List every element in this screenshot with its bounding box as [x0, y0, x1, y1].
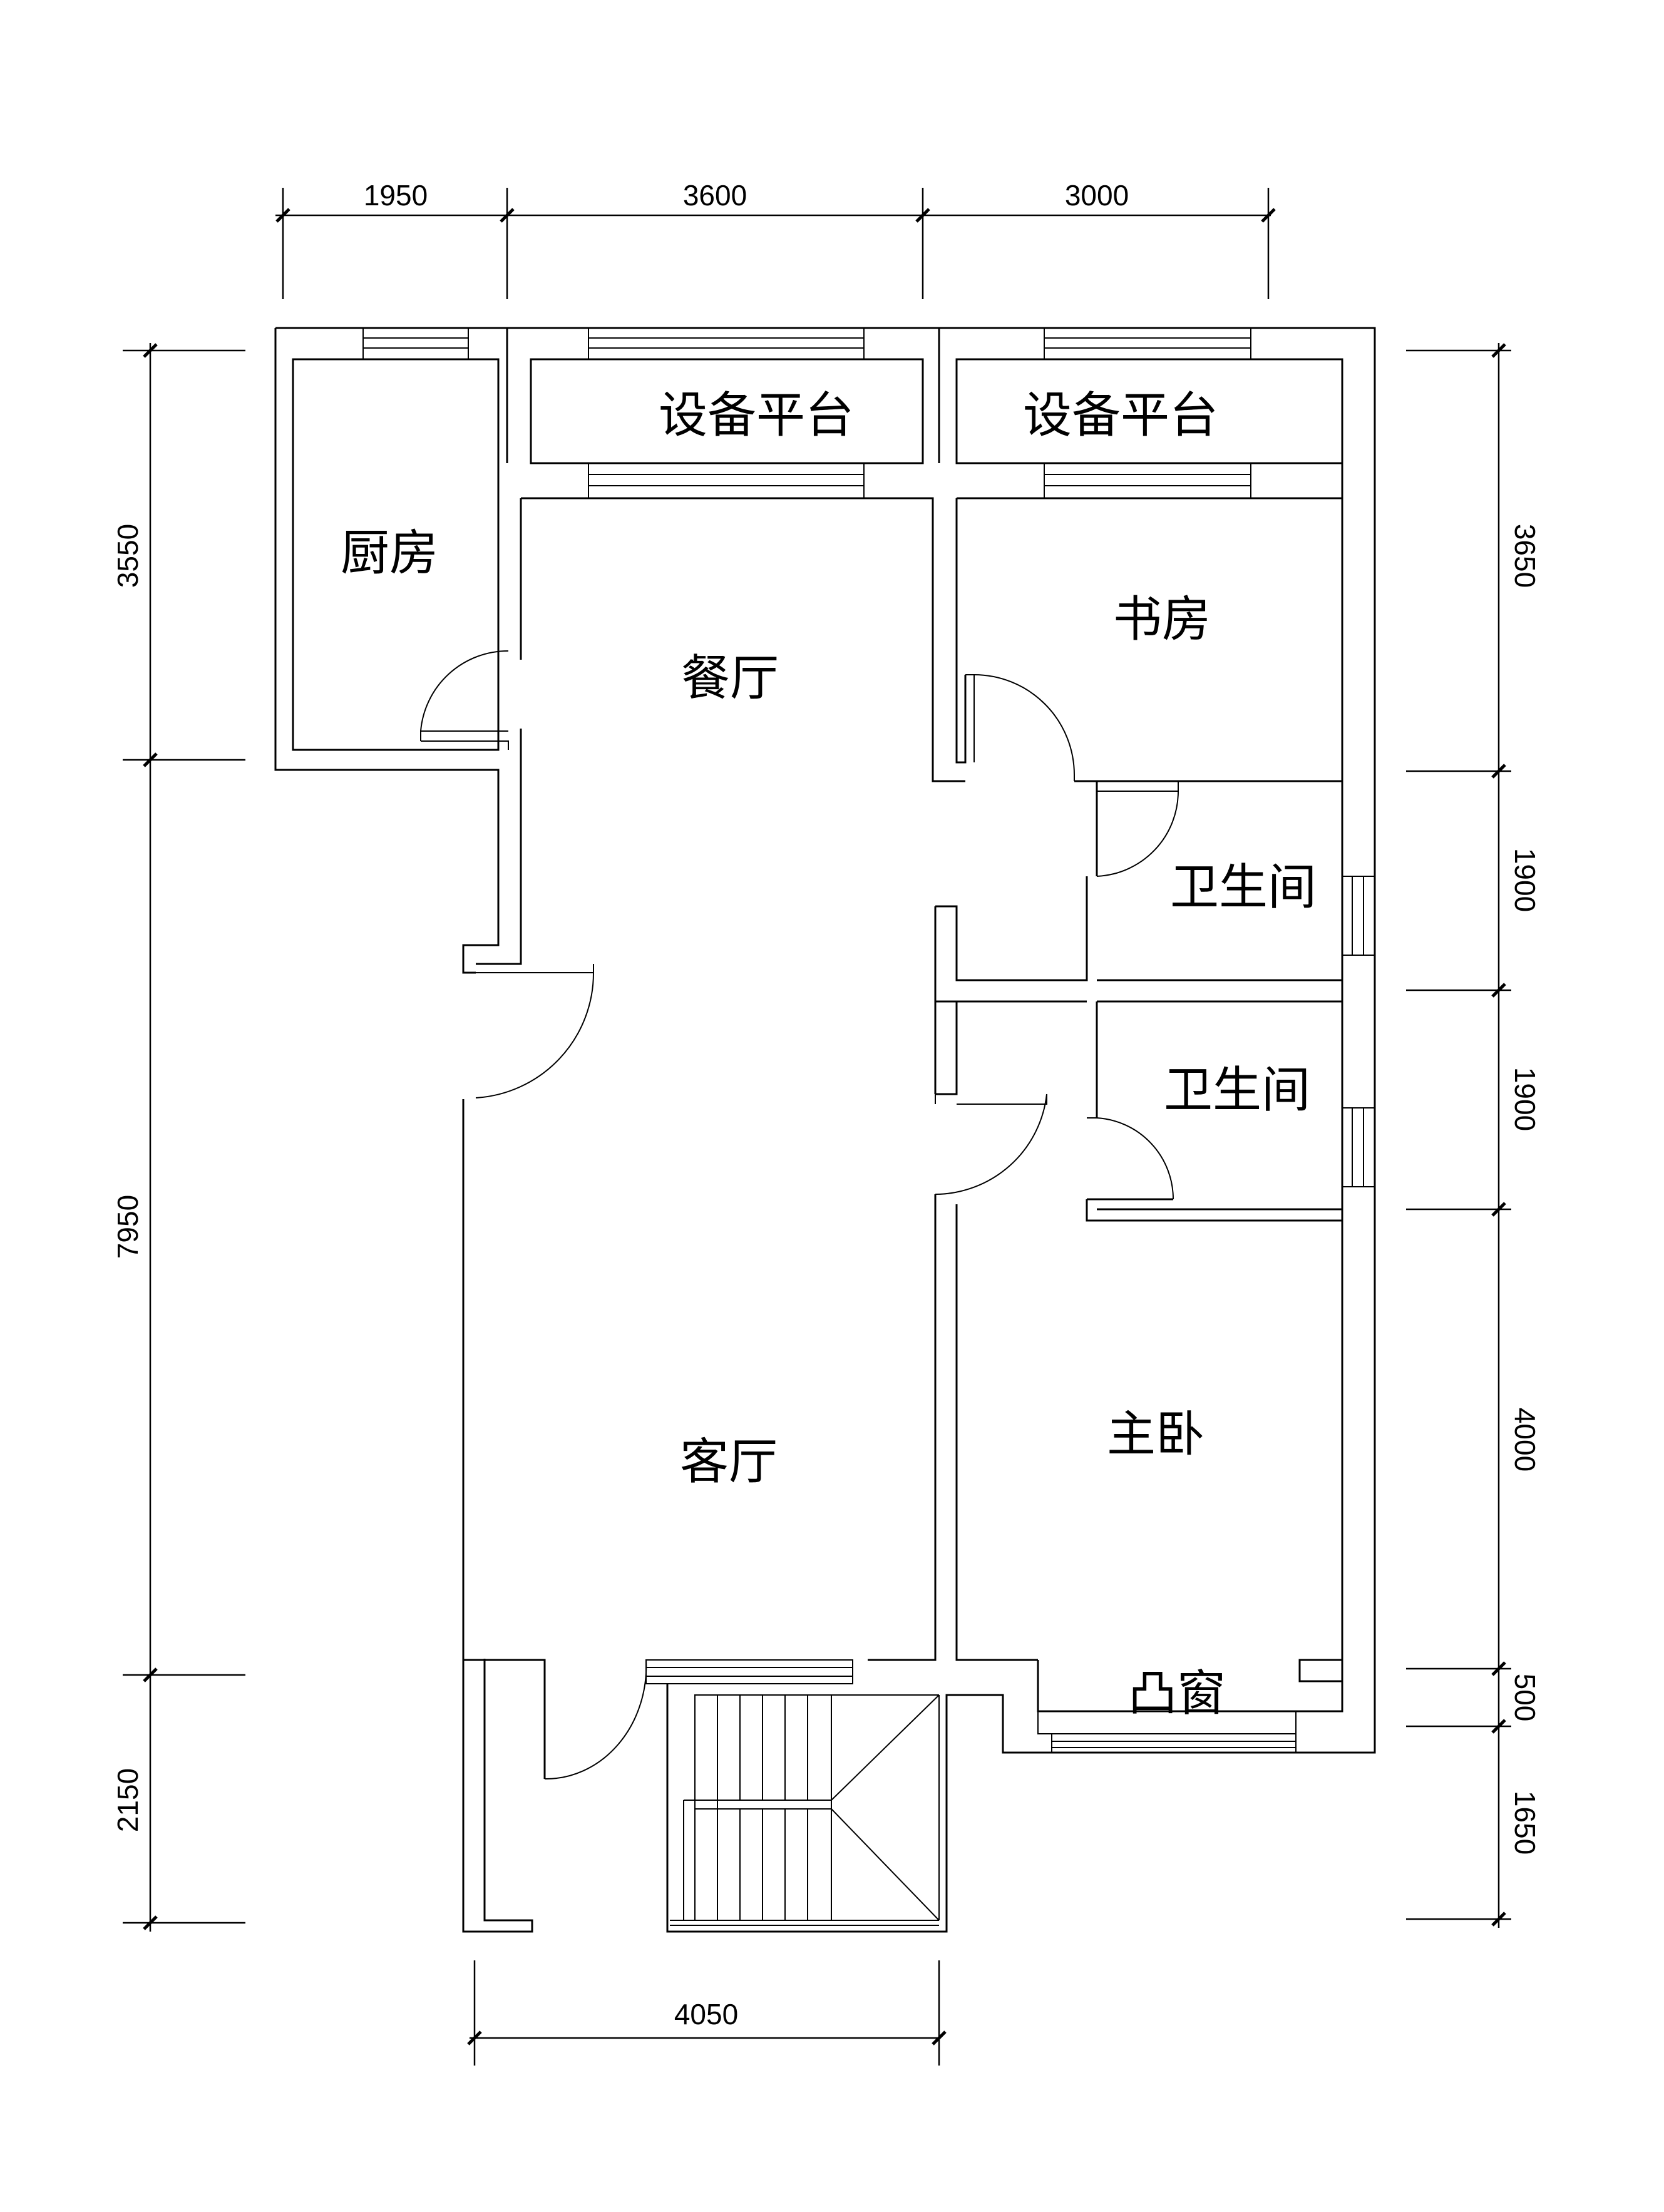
dim-bottom-1: 4050 — [674, 1998, 738, 2030]
room-label-kitchen: 厨房 — [341, 525, 438, 581]
dim-left-1: 3550 — [111, 524, 144, 588]
dim-top-3: 3000 — [1065, 179, 1129, 212]
platform-window-1-inner — [588, 463, 865, 499]
room-label-study: 书房 — [1113, 591, 1211, 648]
bathroom-2-door — [1087, 1117, 1174, 1200]
platform-window-2-outer — [1044, 327, 1251, 360]
dim-right-5: 500 — [1509, 1674, 1541, 1722]
room-label-bay-window: 凸窗 — [1128, 1666, 1226, 1722]
kitchen-window — [362, 327, 469, 360]
dim-left-2: 7950 — [111, 1195, 144, 1259]
room-label-bathroom-2: 卫生间 — [1164, 1062, 1310, 1119]
study-door — [965, 674, 1075, 781]
windows — [362, 327, 1375, 1753]
balcony-door — [544, 1659, 647, 1780]
dimension-labels-left: 3550 7950 2150 — [111, 524, 144, 1832]
platform-window-2-inner — [1044, 463, 1251, 499]
bathroom-2-window — [1342, 1107, 1375, 1187]
doors — [420, 650, 1179, 1780]
room-label-equipment-platform-1: 设备平台 — [659, 387, 854, 444]
dimension-lines-left — [123, 343, 245, 1932]
room-label-dining-room: 餐厅 — [681, 650, 779, 707]
bathroom-1-window — [1342, 876, 1375, 956]
dim-right-4: 4000 — [1509, 1408, 1541, 1472]
room-label-master-bedroom: 主卧 — [1107, 1406, 1204, 1463]
dimension-labels-top: 1950 3600 3000 — [364, 179, 1129, 212]
interior-walls — [462, 497, 1343, 1920]
dimension-labels-bottom: 4050 — [674, 1998, 738, 2030]
dim-right-1: 3650 — [1509, 524, 1541, 588]
platform-window-1-outer — [588, 327, 865, 360]
entry-door-dining — [475, 964, 595, 1098]
room-label-bathroom-1: 卫生间 — [1170, 859, 1317, 916]
dim-right-2: 1900 — [1509, 848, 1541, 912]
living-room-window — [645, 1659, 853, 1684]
bathroom-1-door — [1096, 781, 1179, 877]
dim-right-3: 1900 — [1509, 1067, 1541, 1131]
bay-window-glass — [1037, 1711, 1297, 1753]
master-bedroom-door — [935, 1093, 1047, 1195]
dimension-lines-bottom — [467, 1960, 947, 2066]
dimension-lines-right — [1406, 343, 1511, 1928]
dimension-labels-right: 3650 1900 1900 4000 500 1650 — [1509, 524, 1541, 1855]
kitchen-door — [420, 650, 509, 750]
dim-left-3: 2150 — [111, 1768, 144, 1832]
dim-right-6: 1650 — [1509, 1791, 1541, 1855]
room-labels: 厨房 设备平台 设备平台 餐厅 书房 卫生间 卫生间 客厅 主卧 凸窗 — [341, 387, 1317, 1722]
stairs — [670, 1694, 940, 1926]
room-label-equipment-platform-2: 设备平台 — [1023, 387, 1218, 444]
dim-top-1: 1950 — [364, 179, 428, 212]
dimension-lines-top — [275, 188, 1276, 299]
dim-top-2: 3600 — [683, 179, 747, 212]
room-label-living-room: 客厅 — [680, 1434, 778, 1490]
